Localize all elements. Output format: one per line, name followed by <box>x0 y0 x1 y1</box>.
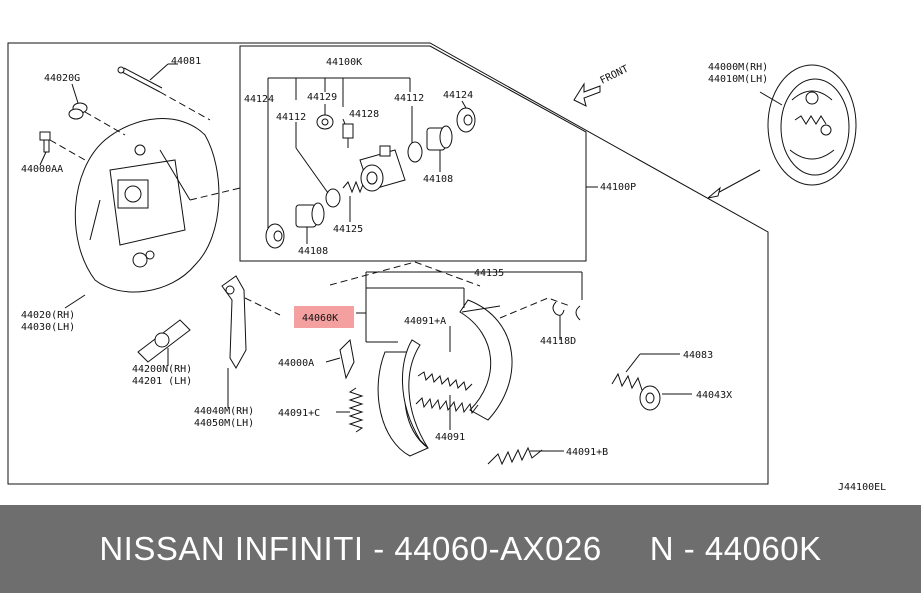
part-44091c <box>336 387 364 433</box>
part-44091-springs <box>415 371 479 415</box>
label-44020g: 44020G <box>44 73 80 84</box>
label-44100p: 44100P <box>600 182 636 193</box>
diagram-frame <box>7 42 769 485</box>
front-arrow <box>573 82 601 107</box>
part-44083 <box>611 353 680 391</box>
label-44091b: 44091+B <box>566 447 608 458</box>
part-44081 <box>117 63 211 121</box>
part-44043x <box>639 385 692 411</box>
part-44091b <box>487 446 564 466</box>
label-44124-right: 44124 <box>443 90 473 101</box>
part-44118d <box>552 301 581 330</box>
label-44000a: 44000A <box>278 358 314 369</box>
diagram-code: J44100EL <box>838 482 886 493</box>
label-44200n: 44200N(RH) <box>132 364 192 375</box>
label-44060k: 44060K <box>302 313 338 324</box>
label-44083: 44083 <box>683 350 713 361</box>
wheel-cylinder-leaders <box>267 77 598 244</box>
label-44091c: 44091+C <box>278 408 320 419</box>
label-front: FRONT <box>598 64 630 87</box>
label-44108-left: 44108 <box>298 246 328 257</box>
label-44000m: 44000M(RH) <box>708 62 768 73</box>
wheel-cylinder-box <box>239 45 587 262</box>
assembly-arrow <box>711 169 761 197</box>
label-44050m: 44050M(LH) <box>194 418 254 429</box>
label-44081: 44081 <box>171 56 201 67</box>
label-44128: 44128 <box>349 109 379 120</box>
label-44112-left: 44112 <box>276 112 306 123</box>
label-44124-left: 44124 <box>244 94 274 105</box>
label-44020: 44020(RH) <box>21 310 75 321</box>
label-44108-right: 44108 <box>423 174 453 185</box>
highlight-44060k <box>294 306 354 328</box>
brake-shoe-leaders <box>356 271 583 430</box>
label-44135: 44135 <box>474 268 504 279</box>
banner-title: NISSAN INFINITI - 44060-AX026 <box>99 530 602 567</box>
part-44040m <box>221 275 247 408</box>
part-44020g <box>68 83 126 136</box>
label-44100k: 44100K <box>326 57 362 68</box>
label-44129: 44129 <box>307 92 337 103</box>
label-44010m: 44010M(LH) <box>708 74 768 85</box>
part-44000aa <box>39 131 86 166</box>
label-44000aa: 44000AA <box>21 164 63 175</box>
part-44000a <box>325 338 355 380</box>
label-44040m: 44040M(RH) <box>194 406 254 417</box>
backing-plate <box>74 118 220 293</box>
label-44118d: 44118D <box>540 336 576 347</box>
parts-diagram: 44081 44020G 44000AA 44020(RH) 44030(LH)… <box>7 42 886 493</box>
label-44091a: 44091+A <box>404 316 446 327</box>
brake-shoe-44060k <box>377 299 513 457</box>
label-44030: 44030(LH) <box>21 322 75 333</box>
banner-code: N - 44060K <box>649 530 822 567</box>
part-44200n <box>137 319 191 366</box>
label-44112-right: 44112 <box>394 93 424 104</box>
label-44201: 44201 (LH) <box>132 376 192 387</box>
label-44043x: 44043X <box>696 390 732 401</box>
label-44091: 44091 <box>435 432 465 443</box>
brake-assembly-illustration <box>759 64 857 186</box>
label-44125: 44125 <box>333 224 363 235</box>
part-number-banner: NISSAN INFINITI - 44060-AX026 N - 44060K <box>0 505 921 593</box>
